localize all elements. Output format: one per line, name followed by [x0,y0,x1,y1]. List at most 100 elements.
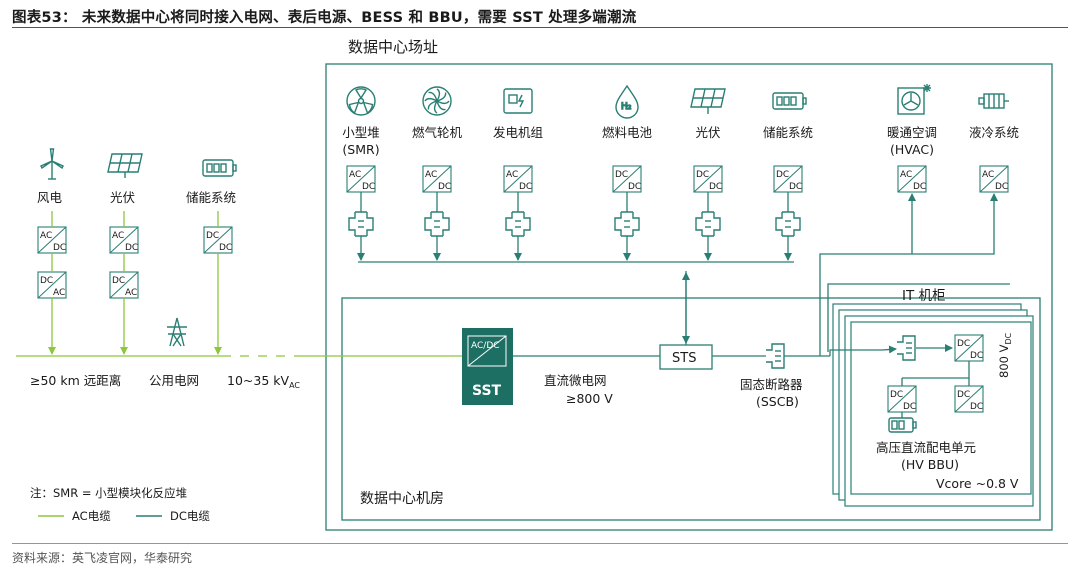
site-title: 数据中心场址 [348,38,438,56]
vcore-label: Vcore ~0.8 V [936,476,1019,491]
converter-in: AC [506,170,518,180]
battery-icon [772,92,807,110]
svg-text:DC: DC [903,402,916,412]
svg-text:DC: DC [125,243,138,253]
connector-icon [775,211,801,237]
connector-icon [505,211,531,237]
converter-out: DC [519,182,532,192]
svg-text:DC: DC [890,390,903,400]
hv-bbu-battery-icon [888,417,917,433]
connector-icon [695,211,721,237]
site-source-label-en: (SMR) [342,142,379,157]
site-sources: 小型堆(SMR)ACDC燃气轮机ACDC发电机组ACDCH₂燃料电池DCDC光伏… [342,84,1019,261]
grid-source-label: 光伏 [110,190,136,205]
converter-out: DC [628,182,641,192]
source-note: 资料来源：英飞凌官网，华泰研究 [12,551,193,565]
sst-block: AC/DC SST [462,328,513,405]
rack-breaker-icon [897,335,916,361]
converter-in: AC [900,170,912,180]
public-grid-label: 公用电网 [149,373,199,388]
sts-label: STS [672,351,696,366]
dc-microgrid-label: 直流微电网 [544,373,607,388]
figure-title: 图表53： 未来数据中心将同时接入电网、表后电源、BESS 和 BBU，需要 S… [12,10,637,26]
rack-bus-voltage: 800 VDC [997,332,1013,378]
svg-text:DC: DC [112,276,125,286]
generator-icon [503,88,533,114]
svg-text:AC: AC [40,231,52,241]
solar-panel-icon [107,153,143,178]
title-rule [12,27,1068,28]
it-rack-title: IT 机柜 [902,288,946,304]
turbine-icon [422,86,452,116]
connector-icon [424,211,450,237]
svg-text:DC: DC [970,402,983,412]
site-source-label-en: (HVAC) [890,142,934,157]
converter-in: AC [349,170,361,180]
grid-voltage-label: 10~35 kVAC [227,373,300,390]
sscb-breaker-icon [766,343,785,369]
svg-text:AC: AC [112,231,124,241]
legend-ac-label: AC电缆 [72,509,111,523]
svg-text:DC: DC [219,243,232,253]
site-source-label: 暖通空调 [887,125,937,140]
hvac-fan-icon [897,84,931,115]
sscb-label-en: (SSCB) [756,394,799,409]
site-source-label: 液冷系统 [969,125,1019,140]
grid-source-label: 风电 [37,190,63,205]
hydrogen-drop-icon: H₂ [615,84,639,119]
svg-text:AC: AC [125,288,137,298]
wind-turbine-icon [40,148,64,180]
site-source-label: 发电机组 [493,125,543,140]
sst-converter-label: AC/DC [471,341,500,351]
grid-source-solar: 光伏 [107,153,143,205]
svg-text:AC: AC [53,288,65,298]
converter-in: DC [696,170,709,180]
dc-microgrid-voltage: ≥800 V [566,391,613,406]
source-rule [12,543,1068,544]
solar-panel-icon [690,88,726,114]
grid-source-wind: 风电 [37,148,64,205]
sst-label: SST [472,383,502,399]
distance-label: ≥50 km 远距离 [30,373,121,388]
grid-source-storage: 储能系统 [186,159,237,205]
converter-in: DC [615,170,628,180]
converter-out: DC [438,182,451,192]
converter-in: AC [982,170,994,180]
svg-text:DC: DC [957,390,970,400]
nuclear-icon [346,86,376,116]
site-source-label: 光伏 [695,125,721,140]
hv-bbu-label-en: (HV BBU) [901,457,959,472]
hv-bbu-label: 高压直流配电单元 [876,440,976,455]
converter-out: DC [913,182,926,192]
sts-block [659,344,713,370]
svg-text:DC: DC [206,231,219,241]
room-title: 数据中心机房 [360,491,444,507]
liquid-cooling-icon [978,93,1009,109]
hydrogen-text: H₂ [621,102,632,112]
grid-source-label: 储能系统 [186,190,236,205]
site-source-label: 燃气轮机 [412,125,463,140]
converter-out: DC [709,182,722,192]
site-source-label: 小型堆 [342,125,380,140]
connector-icon [614,211,640,237]
converter-in: AC [425,170,437,180]
it-rack-frame [850,321,1032,495]
svg-text:DC: DC [40,276,53,286]
svg-text:DC: DC [970,351,983,361]
svg-text:DC: DC [957,339,970,349]
